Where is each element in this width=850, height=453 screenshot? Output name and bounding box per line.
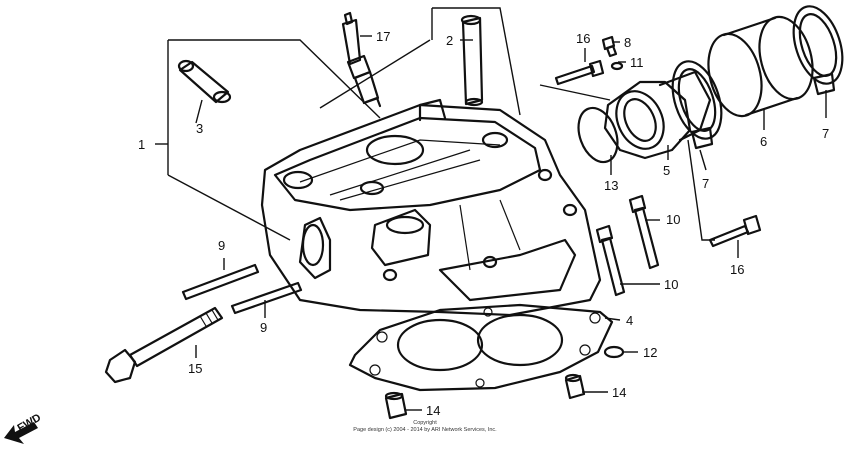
callout-14-right: 14 (612, 385, 626, 400)
hose-clamp-right[interactable] (785, 0, 850, 96)
copyright-notice: Copyright Page design (c) 2004 - 2014 by… (353, 420, 497, 433)
forward-direction-indicator: FWD (4, 412, 43, 444)
valve-guide-2[interactable] (460, 14, 484, 107)
forward-arrow-icon (4, 422, 38, 444)
dowel-14-right[interactable] (564, 373, 586, 400)
callout-5: 5 (663, 163, 670, 178)
callout-15: 15 (188, 361, 202, 376)
callout-3: 3 (196, 121, 203, 136)
callout-9-lower: 9 (260, 320, 267, 335)
copyright-line-2: Page design (c) 2004 - 2014 by ARI Netwo… (353, 427, 497, 433)
bolt-16-upper[interactable] (554, 59, 605, 86)
bolt-10-lower[interactable] (595, 224, 626, 297)
callout-10-upper: 10 (666, 212, 680, 227)
callout-10-lower: 10 (664, 277, 678, 292)
o-ring-12[interactable] (603, 345, 625, 359)
callout-8: 8 (624, 35, 631, 50)
callout-7-right: 7 (822, 126, 829, 141)
bolt-10-upper[interactable] (628, 194, 660, 270)
callout-12: 12 (643, 345, 657, 360)
callout-16-lower: 16 (730, 262, 744, 277)
callout-2: 2 (446, 33, 453, 48)
hose-clamp-left[interactable] (664, 55, 731, 150)
cylinder-head-gasket[interactable] (348, 303, 614, 392)
callout-1: 1 (138, 137, 145, 152)
cylinder-head-bolt[interactable] (104, 306, 224, 384)
callout-14-left: 14 (426, 403, 440, 418)
callout-13: 13 (604, 178, 618, 193)
cylinder-head[interactable] (260, 98, 602, 317)
valve-guide-3[interactable] (177, 59, 232, 104)
dowel-pin-upper[interactable] (181, 263, 260, 301)
screw-8[interactable] (601, 35, 618, 58)
copyright-line-1: Copyright (413, 420, 437, 426)
carburetor-joint[interactable] (700, 11, 821, 122)
callout-4: 4 (626, 313, 633, 328)
callout-6: 6 (760, 134, 767, 149)
dowel-pin-lower[interactable] (230, 281, 303, 315)
leader-lines (155, 7, 827, 411)
dowel-14-left[interactable] (384, 391, 408, 420)
bolt-16-lower[interactable] (708, 214, 762, 248)
callout-17: 17 (376, 29, 390, 44)
callout-labels: 1 2 3 4 5 6 7 7 8 9 9 10 10 11 12 13 14 … (138, 29, 829, 418)
spark-plug[interactable] (341, 11, 382, 108)
washer-11[interactable] (610, 61, 624, 71)
callout-7-left: 7 (702, 176, 709, 191)
callout-11: 11 (630, 55, 644, 70)
o-ring-13[interactable] (572, 103, 625, 168)
callout-9-upper: 9 (218, 238, 225, 253)
callout-16-upper: 16 (576, 31, 590, 46)
